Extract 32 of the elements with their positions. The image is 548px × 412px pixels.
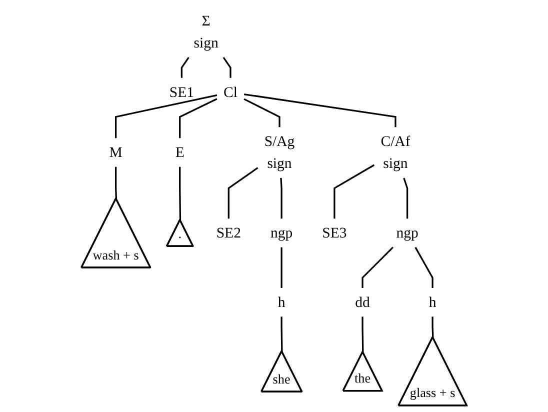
node-text: SE2 (216, 224, 241, 241)
connector (414, 246, 434, 288)
connector (179, 98, 218, 138)
connector (244, 93, 396, 128)
node-text: M (109, 144, 122, 160)
connector (362, 316, 364, 352)
node-text: E (175, 144, 184, 160)
connector (179, 166, 182, 220)
connector (244, 98, 280, 128)
node-text: h (278, 294, 286, 310)
connector (362, 246, 394, 288)
connector (280, 247, 282, 288)
connector (280, 316, 283, 352)
connector (280, 178, 282, 219)
connector (432, 316, 434, 338)
node-text: SE3 (322, 224, 347, 241)
connector (228, 167, 258, 219)
node-text: h (428, 294, 436, 310)
connector (403, 178, 408, 219)
node-text: C/Af sign (380, 132, 410, 172)
node-text: dd (355, 294, 370, 310)
connector (222, 56, 232, 78)
connector (334, 164, 375, 219)
node-text: Σ sign (194, 12, 218, 51)
connector (115, 166, 118, 199)
node-text: Cl (224, 84, 238, 100)
node-text: ngp (396, 224, 418, 241)
node-text: ngp (270, 224, 293, 241)
connector (180, 56, 190, 78)
node-text: SE1 (169, 84, 194, 100)
connector (115, 94, 218, 138)
node-text: S/Ag sign (264, 132, 295, 172)
